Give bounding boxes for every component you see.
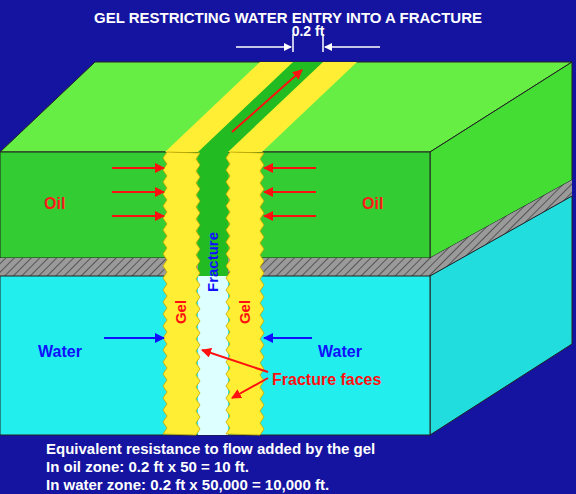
- zone-label: Water: [38, 343, 82, 361]
- fracture-label: Fracture: [205, 232, 222, 292]
- note-line: In water zone: 0.2 ft x 50,000 = 10,000 …: [46, 477, 329, 494]
- zone-label: Oil: [362, 195, 383, 213]
- gel-label: Gel: [237, 300, 254, 324]
- gel-label: Gel: [173, 300, 190, 324]
- zone-label: Water: [318, 343, 362, 361]
- gel-layer: [226, 152, 264, 435]
- note-line: Equivalent resistance to flow added by t…: [46, 441, 375, 458]
- zone-label: Oil: [44, 195, 65, 213]
- dimension-label: 0.2 ft: [292, 24, 325, 39]
- gel-layer: [163, 152, 200, 435]
- callout-label: Fracture faces: [272, 371, 381, 389]
- note-line: In oil zone: 0.2 ft x 50 = 10 ft.: [46, 459, 249, 476]
- title: GEL RESTRICTING WATER ENTRY INTO A FRACT…: [94, 10, 482, 27]
